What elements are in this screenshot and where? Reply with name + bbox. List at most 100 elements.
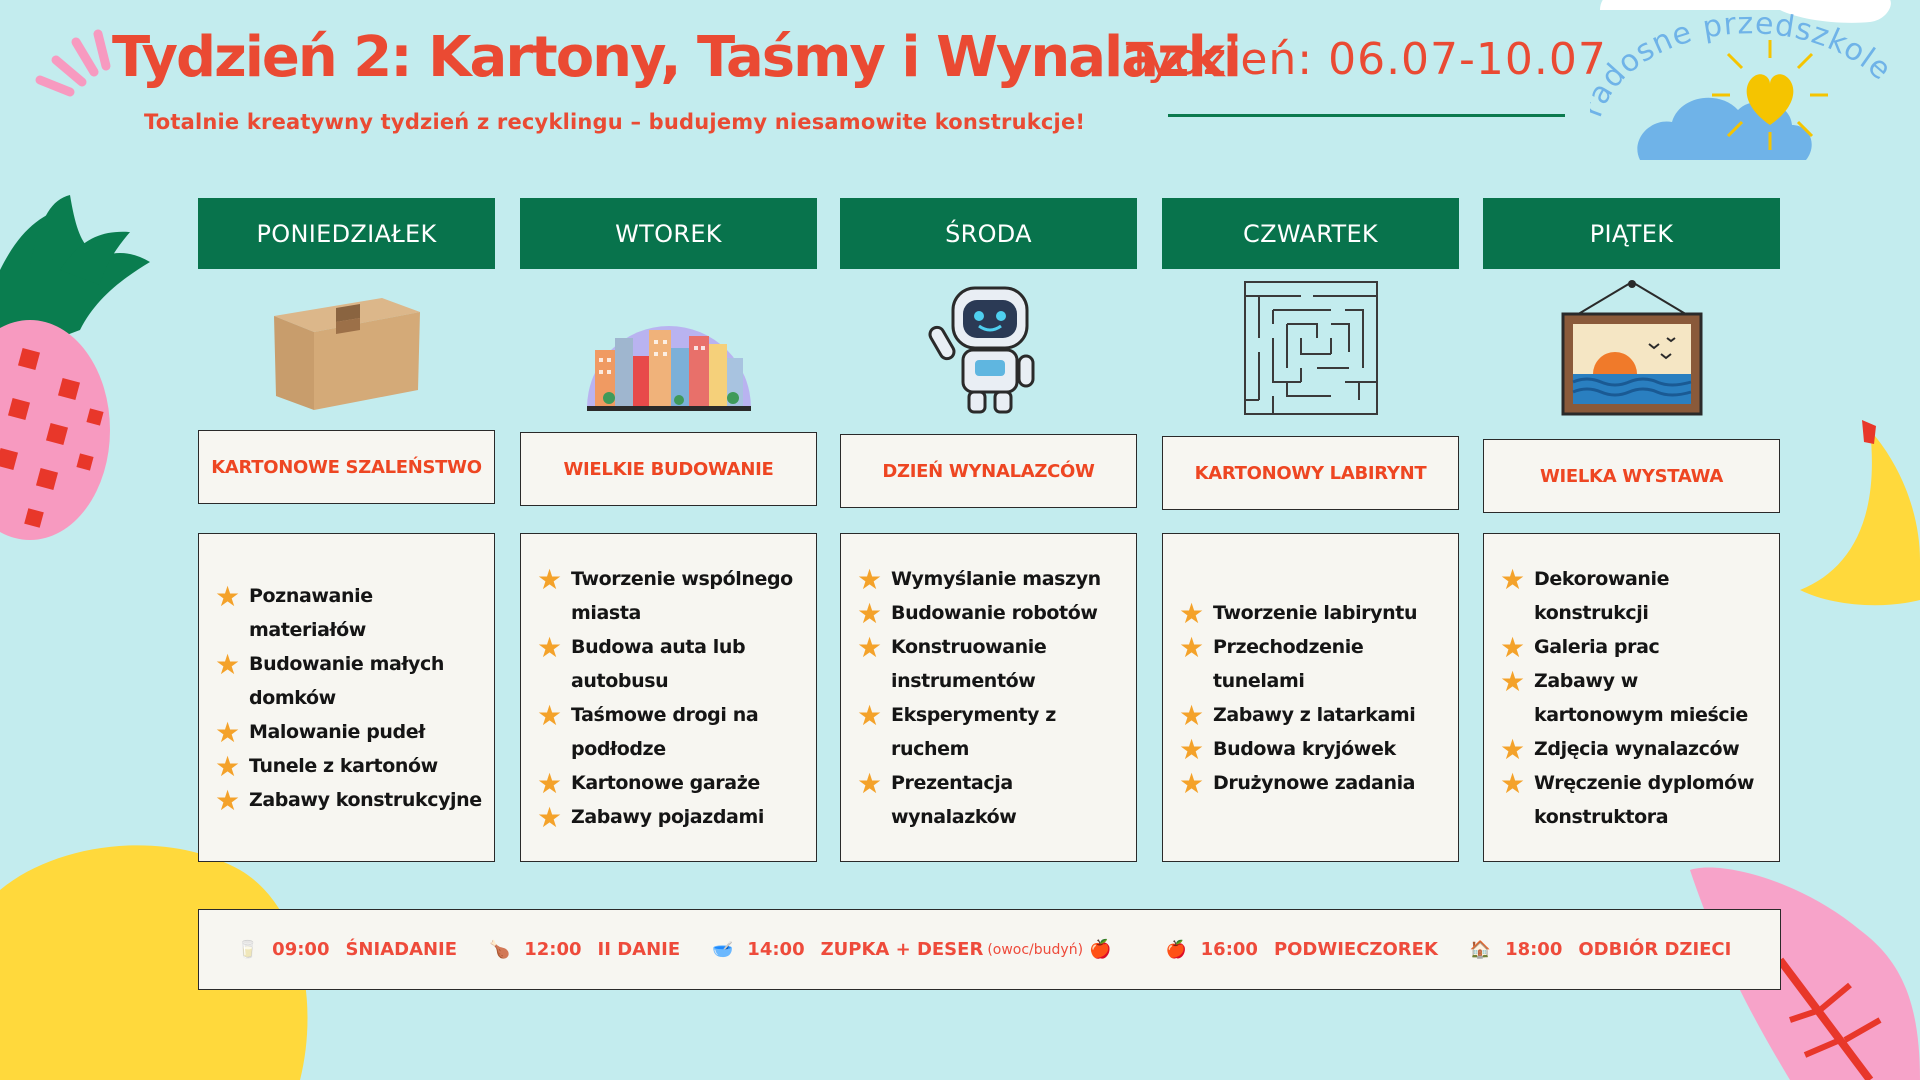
day-illustration bbox=[1162, 278, 1459, 418]
theme-box: KARTONOWY LABIRYNT bbox=[1162, 436, 1459, 510]
framed-picture-icon bbox=[1561, 280, 1702, 416]
list-item: ★Tworzenie wspólnego miasta bbox=[537, 562, 793, 624]
list-item: ★Zabawy w kartonowym mieście bbox=[1500, 664, 1748, 726]
schedule-label: ŚNIADANIE bbox=[345, 939, 458, 960]
activity-list: ★Poznawanie materiałów ★Budowanie małych… bbox=[198, 533, 495, 862]
star-icon: ★ bbox=[1179, 766, 1204, 800]
pineapple-icon bbox=[0, 320, 110, 540]
list-item: ★Prezentacja wynalazków bbox=[857, 766, 1017, 828]
day-illustration bbox=[198, 278, 495, 418]
star-icon: ★ bbox=[215, 715, 240, 749]
soup-bowl-icon: 🥣 bbox=[712, 939, 734, 960]
page-subtitle: Totalnie kreatywny tydzień z recyklingu … bbox=[144, 110, 1086, 134]
list-item: ★Kartonowe garaże bbox=[537, 766, 760, 800]
schedule-time: 14:00 bbox=[747, 939, 805, 960]
list-item: ★Taśmowe drogi na podłodze bbox=[537, 698, 759, 760]
sun-heart-icon bbox=[1712, 40, 1828, 150]
schedule-label: PODWIECZOREK bbox=[1273, 939, 1438, 960]
list-item: ★Galeria prac bbox=[1500, 630, 1660, 664]
day-header: PIĄTEK bbox=[1483, 198, 1780, 269]
schedule-label: ODBIÓR DZIECI bbox=[1578, 939, 1732, 960]
day-column-czwartek: CZWARTEK KARTONOWY LABIRYNT ★Tworzenie l… bbox=[1162, 198, 1459, 862]
yellow-blob-icon bbox=[0, 845, 308, 1080]
list-item: ★Drużynowe zadania bbox=[1179, 766, 1416, 800]
star-icon: ★ bbox=[1500, 562, 1525, 596]
svg-text:radosne przedszkole: radosne przedszkole bbox=[1590, 6, 1898, 122]
daily-schedule: 🥛 09:00 ŚNIADANIE 🍗 12:00 II DANIE 🥣 14:… bbox=[198, 909, 1781, 990]
star-icon: ★ bbox=[857, 630, 882, 664]
list-item: ★Budowa kryjówek bbox=[1179, 732, 1396, 766]
house-icon: 🏠 bbox=[1469, 939, 1492, 960]
day-column-poniedzialek: PONIEDZIAŁEK KARTONOWE SZALEŃSTWO ★Pozna… bbox=[198, 198, 495, 862]
star-icon: ★ bbox=[537, 630, 562, 664]
list-item: ★Przechodzenie tunelami bbox=[1179, 630, 1364, 692]
apple-icon: 🍎 bbox=[1165, 939, 1187, 960]
star-icon: ★ bbox=[1500, 732, 1525, 766]
day-header: CZWARTEK bbox=[1162, 198, 1459, 269]
brand-logo: radosne przedszkole bbox=[1590, 6, 1898, 122]
day-illustration bbox=[520, 278, 817, 418]
schedule-item-snack: 🍎 16:00 PODWIECZOREK bbox=[1165, 939, 1437, 960]
day-header: ŚRODA bbox=[840, 198, 1137, 269]
star-icon: ★ bbox=[215, 579, 240, 613]
theme-box: WIELKIE BUDOWANIE bbox=[520, 432, 817, 506]
day-column-sroda: ŚRODA DZIEŃ WYNALAZCÓW ★Wymyślanie maszy… bbox=[840, 198, 1137, 862]
cardboard-box-icon bbox=[273, 298, 420, 410]
schedule-time: 18:00 bbox=[1505, 939, 1563, 960]
maze-icon bbox=[1243, 281, 1378, 415]
day-illustration bbox=[1483, 278, 1780, 418]
page-title: Tydzień 2: Kartony, Taśmy i Wynalazki bbox=[112, 25, 1242, 90]
list-item: ★Zabawy pojazdami bbox=[537, 800, 764, 834]
star-icon: ★ bbox=[1500, 664, 1525, 698]
list-item: ★Tworzenie labiryntu bbox=[1179, 596, 1418, 630]
brand-name: radosne przedszkole bbox=[1590, 6, 1897, 122]
list-item: ★Wręczenie dyplomów konstruktora bbox=[1500, 766, 1754, 828]
star-icon: ★ bbox=[537, 698, 562, 732]
star-icon: ★ bbox=[537, 562, 562, 596]
banana-icon bbox=[1800, 420, 1920, 606]
burst-icon bbox=[35, 29, 111, 97]
schedule-label: II DANIE bbox=[597, 939, 681, 960]
star-icon: ★ bbox=[215, 749, 240, 783]
list-item: ★Dekorowanie konstrukcji bbox=[1500, 562, 1670, 624]
list-item: ★Konstruowanie instrumentów bbox=[857, 630, 1047, 692]
star-icon: ★ bbox=[857, 562, 882, 596]
glass-icon: 🥛 bbox=[237, 939, 259, 960]
activity-list: ★Tworzenie labiryntu ★Przechodzenie tune… bbox=[1162, 533, 1459, 862]
list-item: ★Budowanie małych domków bbox=[215, 647, 445, 709]
activity-list: ★Wymyślanie maszyn ★Budowanie robotów ★K… bbox=[840, 533, 1137, 862]
star-icon: ★ bbox=[1179, 732, 1204, 766]
schedule-time: 16:00 bbox=[1200, 939, 1258, 960]
list-item: ★Poznawanie materiałów bbox=[215, 579, 373, 641]
drumstick-icon: 🍗 bbox=[489, 939, 511, 960]
theme-box: KARTONOWE SZALEŃSTWO bbox=[198, 430, 495, 504]
schedule-note: (owoc/budyń) bbox=[987, 941, 1084, 958]
day-illustration bbox=[840, 278, 1137, 418]
list-item: ★Malowanie pudeł bbox=[215, 715, 425, 749]
schedule-item-breakfast: 🥛 09:00 ŚNIADANIE bbox=[237, 939, 457, 960]
star-icon: ★ bbox=[857, 698, 882, 732]
day-header: PONIEDZIAŁEK bbox=[198, 198, 495, 269]
activity-list: ★Dekorowanie konstrukcji ★Galeria prac ★… bbox=[1483, 533, 1780, 862]
day-column-wtorek: WTOREK WIELKIE BUDOWANIE bbox=[520, 198, 817, 862]
list-item: ★Tunele z kartonów bbox=[215, 749, 438, 783]
city-icon bbox=[586, 326, 751, 411]
theme-box: DZIEŃ WYNALAZCÓW bbox=[840, 434, 1137, 508]
schedule-label: ZUPKA + DESER bbox=[820, 939, 984, 960]
apple-icon: 🍎 bbox=[1089, 939, 1112, 960]
schedule-time: 12:00 bbox=[524, 939, 582, 960]
star-icon: ★ bbox=[857, 766, 882, 800]
day-header: WTOREK bbox=[520, 198, 817, 269]
star-icon: ★ bbox=[1179, 596, 1204, 630]
week-underline bbox=[1168, 114, 1565, 117]
list-item: ★Zabawy z latarkami bbox=[1179, 698, 1416, 732]
activity-list: ★Tworzenie wspólnego miasta ★Budowa auta… bbox=[520, 533, 817, 862]
list-item: ★Budowanie robotów bbox=[857, 596, 1098, 630]
star-icon: ★ bbox=[215, 783, 240, 817]
star-icon: ★ bbox=[1179, 630, 1204, 664]
star-icon: ★ bbox=[537, 800, 562, 834]
list-item: ★Budowa auta lub autobusu bbox=[537, 630, 746, 692]
star-icon: ★ bbox=[1500, 766, 1525, 800]
list-item: ★Zabawy konstrukcyjne bbox=[215, 783, 482, 817]
